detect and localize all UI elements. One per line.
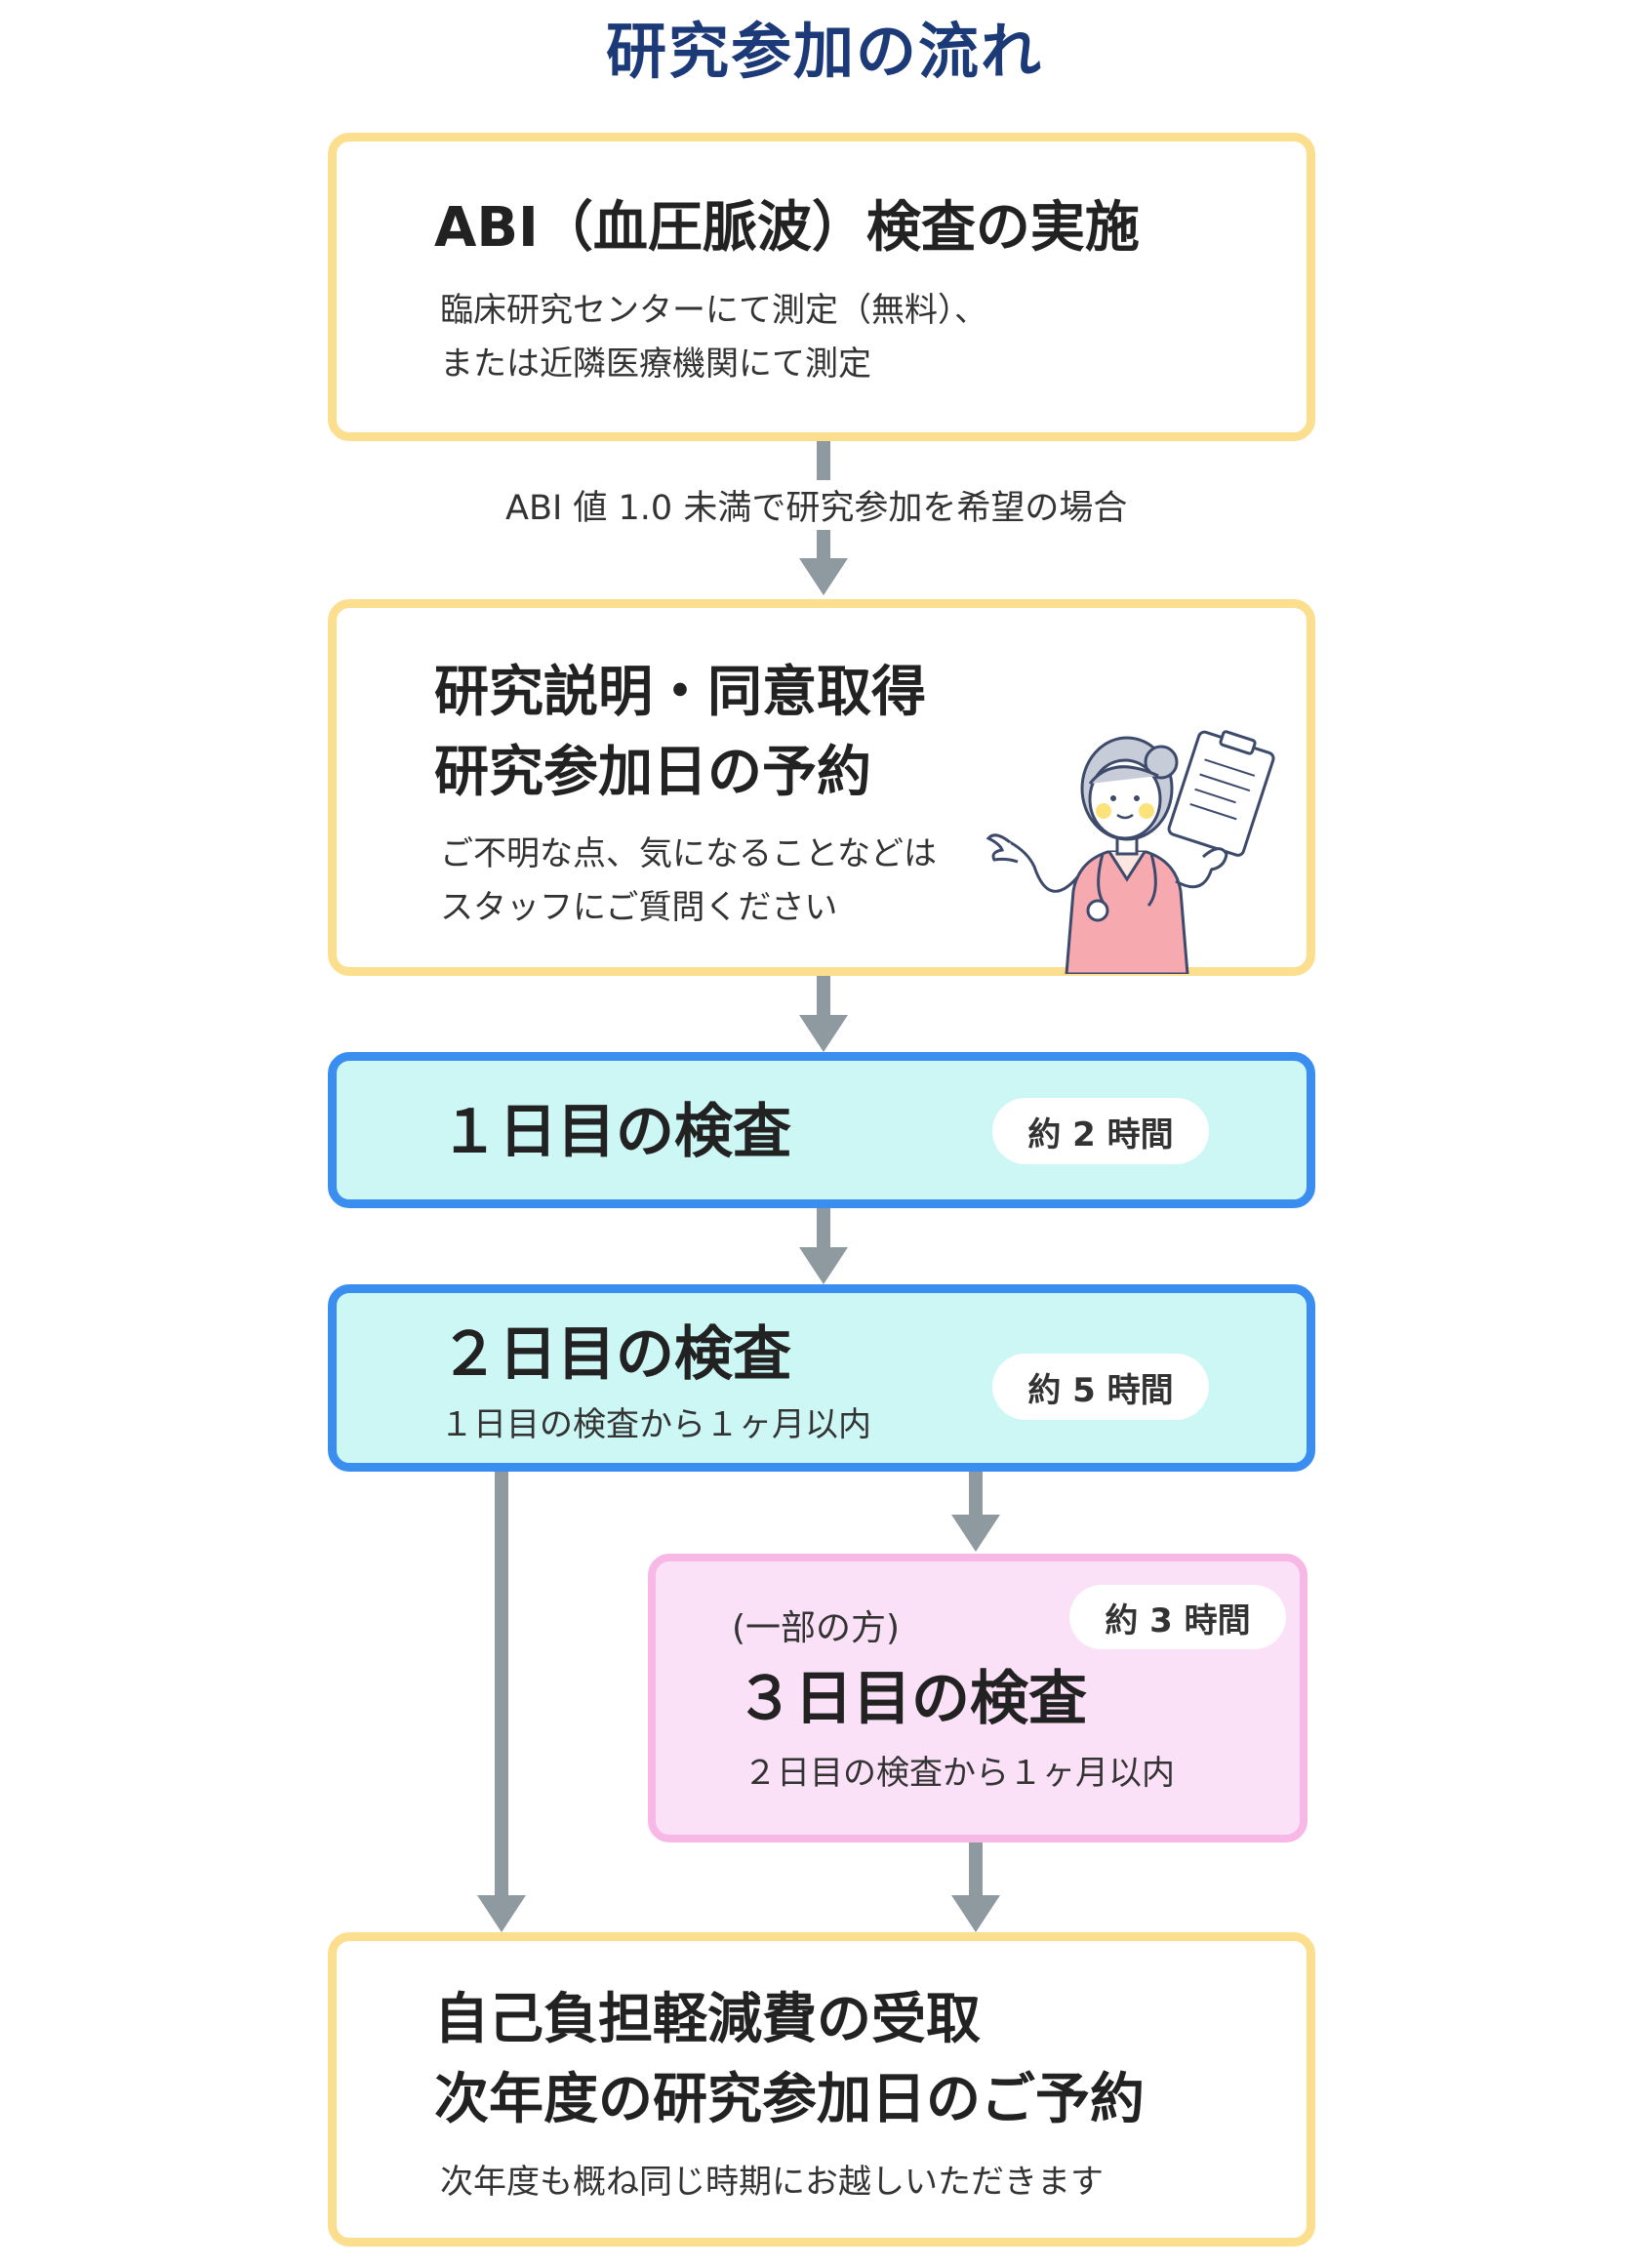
arrow-head-6	[951, 1895, 1000, 1932]
step-final: 自己負担軽減費の受取 次年度の研究参加日のご予約 次年度も概ね同じ時期にお越しい…	[328, 1932, 1315, 2247]
step-consent-line-2: スタッフにご質問ください	[440, 888, 838, 927]
nurse-with-clipboard-icon	[985, 730, 1275, 974]
step-day2-duration-badge: 約 5 時間	[992, 1354, 1209, 1420]
step-day2-heading: ２日目の検査	[440, 1320, 791, 1389]
step-day2-note: １日目の検査から１ヶ月以内	[440, 1405, 871, 1444]
step-day1: １日目の検査 約 2 時間	[328, 1052, 1315, 1208]
step-abi-line-1: 臨床研究センターにて測定（無料）、	[440, 291, 987, 330]
step-day3-note: ２日目の検査から１ヶ月以内	[744, 1754, 1175, 1793]
arrow-head-2	[799, 1015, 848, 1052]
step-consent-line-1: ご不明な点、気になることなどは	[440, 834, 937, 873]
step-abi-heading: ABI（血圧脈波）検査の実施	[434, 196, 1140, 260]
step-consent-heading-1: 研究説明・同意取得	[434, 661, 926, 724]
step-day3: (一部の方) ３日目の検査 ２日目の検査から１ヶ月以内 約 3 時間	[648, 1554, 1307, 1843]
step-final-heading-2: 次年度の研究参加日のご予約	[434, 2068, 1145, 2131]
step-day3-heading: ３日目の検査	[736, 1665, 1087, 1733]
arrow-head-4	[951, 1515, 1000, 1552]
step-final-heading-1: 自己負担軽減費の受取	[434, 1988, 981, 2051]
arrow-head-1	[799, 558, 848, 595]
step-day3-duration-badge: 約 3 時間	[1069, 1585, 1286, 1649]
step-abi: ABI（血圧脈波）検査の実施 臨床研究センターにて測定（無料）、 または近隣医療…	[328, 133, 1315, 441]
step-consent: 研究説明・同意取得 研究参加日の予約 ご不明な点、気になることなどは スタッフに…	[328, 599, 1315, 976]
connector-label: ABI 値 1.0 未満で研究参加を希望の場合	[496, 480, 1138, 530]
step-day1-duration-badge: 約 2 時間	[992, 1098, 1209, 1164]
page-title: 研究参加の流れ	[605, 16, 1043, 87]
step-consent-heading-2: 研究参加日の予約	[434, 741, 871, 804]
step-day1-heading: １日目の検査	[440, 1098, 791, 1166]
arrow-head-3	[799, 1247, 848, 1284]
step-final-line-1: 次年度も概ね同じ時期にお越しいただきます	[440, 2163, 1104, 2202]
step-day2: ２日目の検査 １日目の検査から１ヶ月以内 約 5 時間	[328, 1284, 1315, 1472]
step-day3-prefix: (一部の方)	[732, 1608, 901, 1648]
arrow-head-5	[477, 1895, 526, 1932]
step-abi-line-2: または近隣医療機関にて測定	[440, 344, 871, 384]
